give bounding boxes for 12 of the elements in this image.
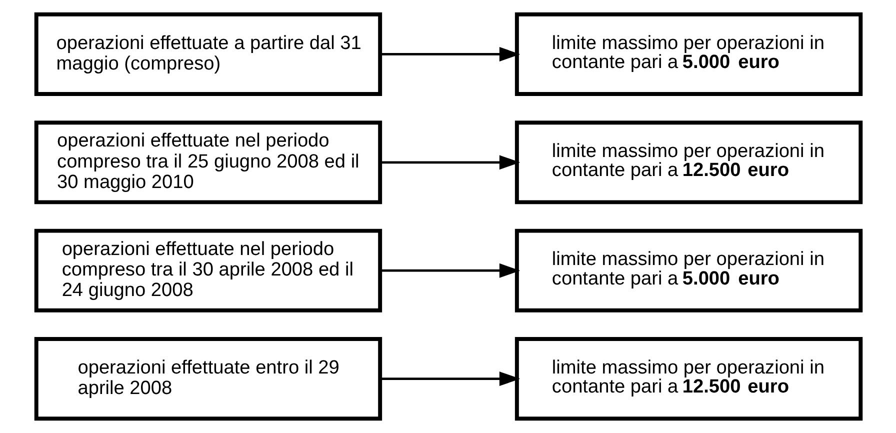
node-box: limite massimo per operazioni in contante pari a 12.500 euro — [514, 120, 862, 204]
node-box: operazioni effettuate a partire dal 31 maggio (compreso) — [34, 12, 382, 96]
arrow — [380, 46, 520, 62]
node-box: limite massimo per operazioni in contante pari a 5.000 euro — [514, 12, 862, 96]
node-box: limite massimo per operazioni in contante pari a 5.000 euro — [514, 228, 862, 312]
node-box: operazioni effettuate nel periodo compreso tra il 25 giugno 2008 ed il 30 maggio 2010 — [34, 120, 382, 204]
node-box: operazioni effettuate nel periodo compreso tra il 30 aprile 2008 ed il 24 giugno 2008 — [34, 228, 382, 312]
arrow — [380, 372, 520, 386]
arrow — [380, 155, 520, 170]
arrow — [380, 263, 520, 278]
node-box: limite massimo per operazioni in contante pari a 12.500 euro — [514, 337, 862, 421]
node-box: operazioni effettuate entro il 29 aprile 2008 — [34, 337, 382, 421]
